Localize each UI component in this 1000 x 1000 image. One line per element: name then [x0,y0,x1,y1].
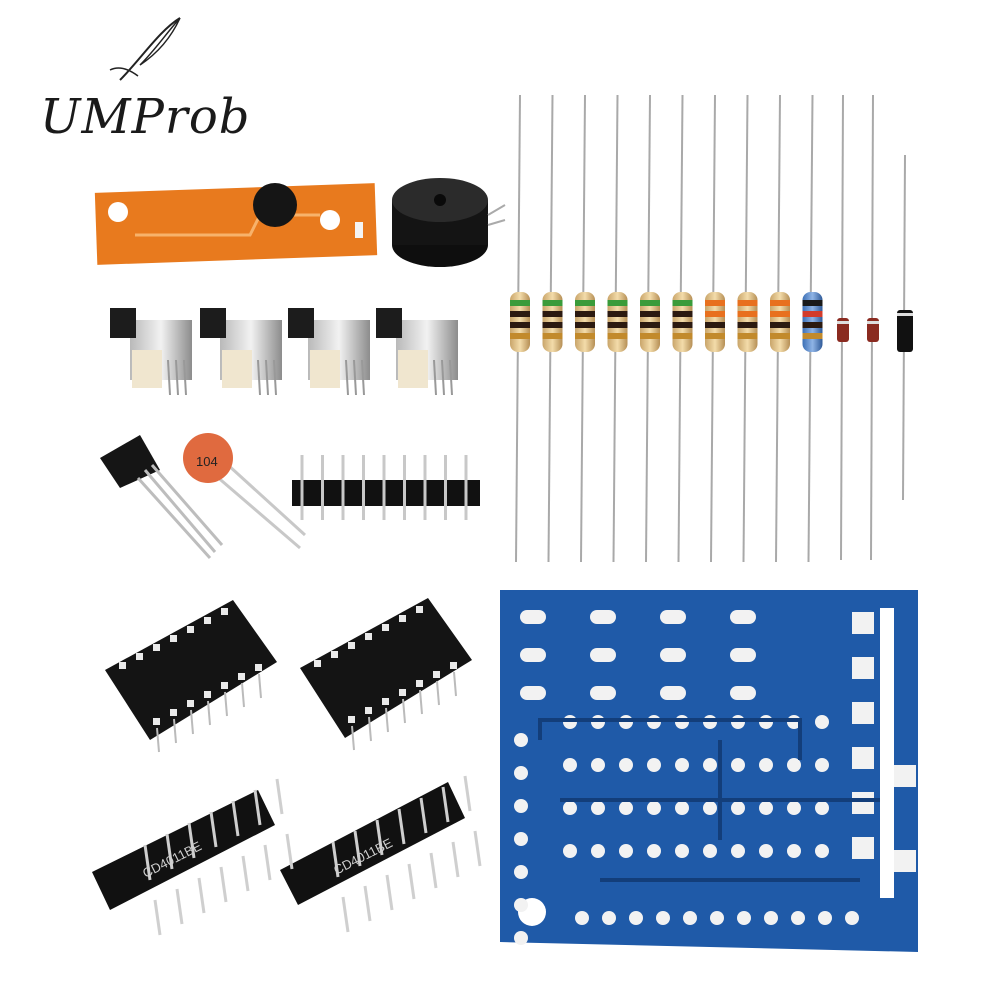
transistor-dome [253,183,297,227]
resistor [770,94,790,563]
resistor [802,94,823,563]
brand-logo: UMProb [40,89,251,145]
chip-pin [385,874,394,911]
buzzer [392,178,506,267]
ic-sockets [105,598,472,753]
capacitor-code: 104 [196,454,218,469]
ceramic-capacitor: 104 [183,433,307,550]
chip-pin [353,830,362,867]
chip-pin [165,833,174,870]
resistor [542,94,563,563]
transistor [100,435,224,560]
pin-header [292,455,480,520]
orange-vibration-module [94,183,378,265]
chip-pin [419,797,428,834]
chip-pin [253,789,262,826]
chip-pin [153,899,162,936]
diode [837,94,849,561]
chip-pin [197,877,206,914]
chip-pin [441,786,450,823]
diodes [837,94,913,561]
dip-chip-1: CD4011BE [92,790,275,910]
chip-pin [473,830,482,867]
resistor [672,94,693,563]
resistors [510,94,823,563]
slide-switch [200,308,282,396]
chip-pin [175,888,184,925]
pcb-pads [514,610,916,945]
resistor [705,94,725,563]
resistor [640,94,660,563]
chip-pins [143,775,482,936]
slide-switch [376,308,458,396]
diode [897,154,913,501]
ic-socket [300,598,472,751]
chip-pin [231,800,240,837]
ic-socket [105,600,277,753]
chip-pin [375,819,384,856]
slide-switches [110,308,458,396]
resistor [737,94,758,563]
chip-pin [187,822,196,859]
pcb-silkscreen-bar [880,608,894,898]
chip-pin [219,866,228,903]
chip-pin [209,811,218,848]
blue-pcb [500,590,918,952]
chip-pin [429,852,438,889]
chip-pin [363,885,372,922]
chip-pin [285,833,294,870]
chip-pin [241,855,250,892]
chip-pin [341,896,350,933]
chip-pin [331,841,340,878]
slide-switch [110,308,192,396]
resistor [510,94,530,563]
dip-chip-2: CD4011BE [280,782,465,905]
chip-pin [275,778,284,815]
slide-switch [288,308,370,396]
chip-pin [397,808,406,845]
chip-pin [463,775,472,812]
chip-pin [407,863,416,900]
feather-logo-icon [109,17,181,81]
resistor [575,94,595,563]
resistor [607,94,628,563]
diode [867,94,879,561]
chip-pin [143,844,152,881]
chip-pin [451,841,460,878]
chip-pin [263,844,272,881]
